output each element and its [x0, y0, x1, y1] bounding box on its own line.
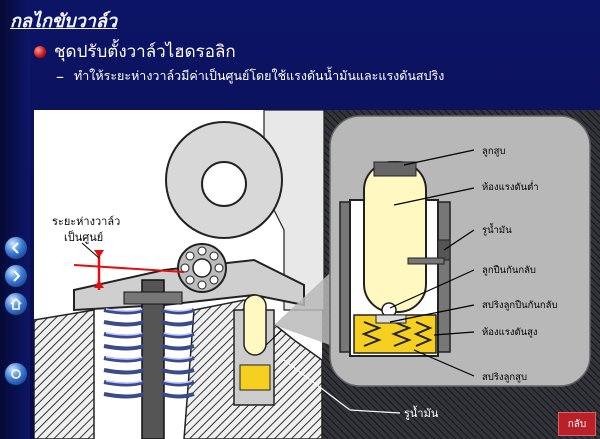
page-title: กลไกขับวาล์ว [10, 11, 117, 32]
dash-icon: – [56, 66, 64, 86]
clearance-label: ระยะห่างวาล์ว [52, 215, 120, 228]
small-hydraulic-lifter [233, 294, 275, 406]
forward-arrow-icon[interactable] [4, 264, 28, 288]
clearance-label-2: เป็นศูนย์ [64, 230, 103, 244]
detail-hydraulic-lifter [339, 161, 451, 357]
check-ball-spring-label: สปริงลูกปืนกันกลับ [482, 300, 558, 311]
check-ball-label: ลูกปืนกันกลับ [482, 265, 536, 276]
plunger-label: ลูกสูบ [482, 146, 505, 157]
back-arrow-icon[interactable] [4, 236, 28, 260]
low-pressure-chamber-label: ห้องแรงดันต่ำ [482, 180, 539, 193]
back-button[interactable]: กลับ [558, 412, 596, 436]
sub-point-row: – ทำให้ระยะห่างวาล์วมีค่าเป็นศูนย์โดยใช้… [56, 66, 444, 86]
plunger-spring-label: สปริงลูกสูบ [482, 372, 527, 383]
high-pressure-chamber-label: ห้องแรงดันสูง [482, 327, 538, 338]
section-heading: ชุดปรับตั้งวาล์วไฮดรอลิก [54, 42, 236, 62]
bullet-icon [34, 45, 46, 58]
sub-point-text: ทำให้ระยะห่างวาล์วมีค่าเป็นศูนย์โดยใช้แร… [74, 68, 445, 83]
oil-hole-label: รูน้ำมัน [482, 223, 512, 236]
hydraulic-lifter-diagram: ระยะห่างวาล์ว เป็นศูนย์ รูน้ำมัน [34, 110, 600, 439]
home-icon[interactable] [4, 292, 28, 316]
valve-spring [103, 308, 195, 399]
heading-row: ชุดปรับตั้งวาล์วไฮดรอลิก [34, 38, 236, 65]
exit-icon[interactable] [4, 362, 28, 386]
oil-hole-bottom-label: รูน้ำมัน [404, 405, 439, 420]
